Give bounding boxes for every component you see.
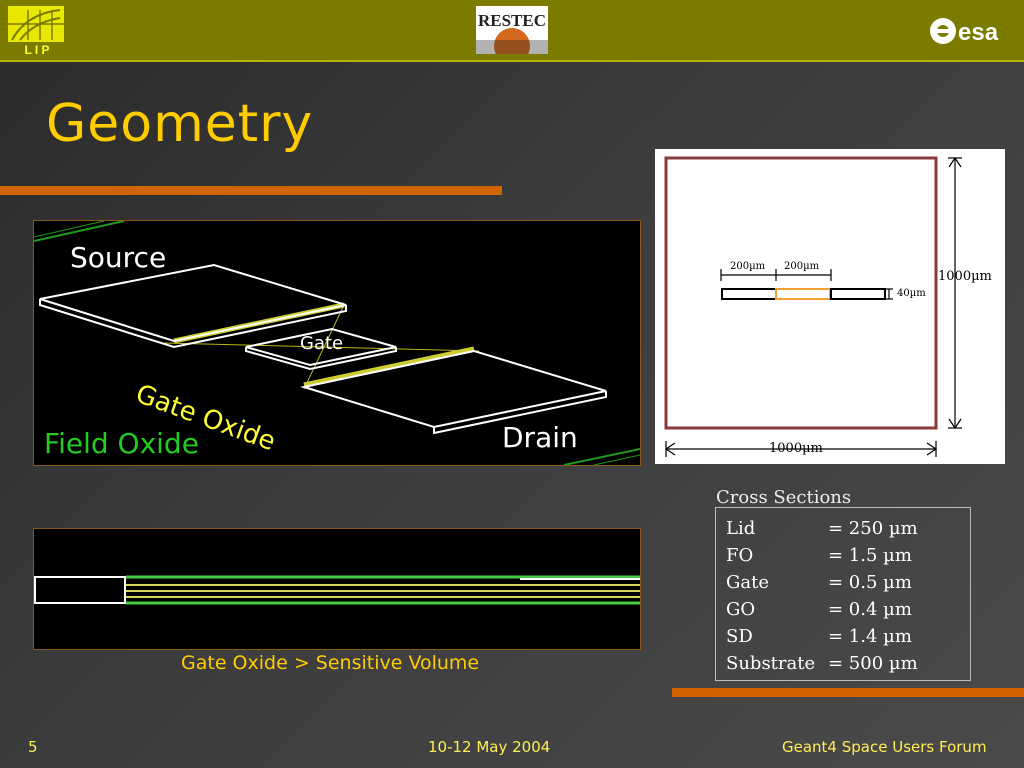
segment-2-label: 200µm <box>784 261 820 272</box>
field-oxide-label: Field Oxide <box>44 427 199 460</box>
drain-label: Drain <box>502 421 578 454</box>
geometry-3d-diagram: Source Gate Gate Oxide Drain Field Oxide <box>33 220 641 466</box>
cross-sections-table: Lid= 250 µm FO= 1.5 µm Gate= 0.5 µm GO= … <box>715 507 971 681</box>
cross-section-row: Gate= 0.5 µm <box>726 572 912 593</box>
lip-logo: L I P <box>8 6 64 56</box>
cross-section-drawing <box>664 156 962 457</box>
cross-height-label: 1000µm <box>938 269 992 284</box>
cross-section-row: GO= 0.4 µm <box>726 599 912 620</box>
cross-width-label: 1000µm <box>769 441 823 456</box>
cross-section-row: Lid= 250 µm <box>726 518 918 539</box>
page-title: Geometry <box>46 94 314 154</box>
restec-logo-text: RESTEC <box>478 11 546 30</box>
bottom-accent-rule <box>672 688 1024 697</box>
cross-section-row: SD= 1.4 µm <box>726 626 912 647</box>
esa-logo-text: esa <box>958 19 999 46</box>
cross-section-row: FO= 1.5 µm <box>726 545 912 566</box>
segment-1-label: 200µm <box>730 261 766 272</box>
side-view-drawing <box>34 575 640 605</box>
restec-logo: RESTEC <box>476 6 548 54</box>
source-label: Source <box>70 241 167 274</box>
sensitive-volume-caption: Gate Oxide > Sensitive Volume <box>181 652 480 674</box>
footer-date: 10-12 May 2004 <box>428 738 551 756</box>
header-bar: L I P RESTEC esa <box>0 0 1024 62</box>
footer-event: Geant4 Space Users Forum <box>782 738 987 756</box>
title-underline <box>0 186 502 195</box>
gate-label: Gate <box>300 333 344 354</box>
esa-logo: esa <box>930 18 999 46</box>
page-number: 5 <box>28 738 38 756</box>
lip-logo-text: L I P <box>24 43 49 56</box>
cross-sections-title: Cross Sections <box>716 487 852 508</box>
side-view-diagram <box>33 528 641 650</box>
thickness-label: 40µm <box>897 288 926 299</box>
cross-section-row: Substrate= 500 µm <box>726 653 918 674</box>
cross-section-diagram: 1000µm 1000µm 200µm 200µm 40µm <box>655 149 1005 464</box>
geometry-3d-drawing <box>34 221 640 465</box>
